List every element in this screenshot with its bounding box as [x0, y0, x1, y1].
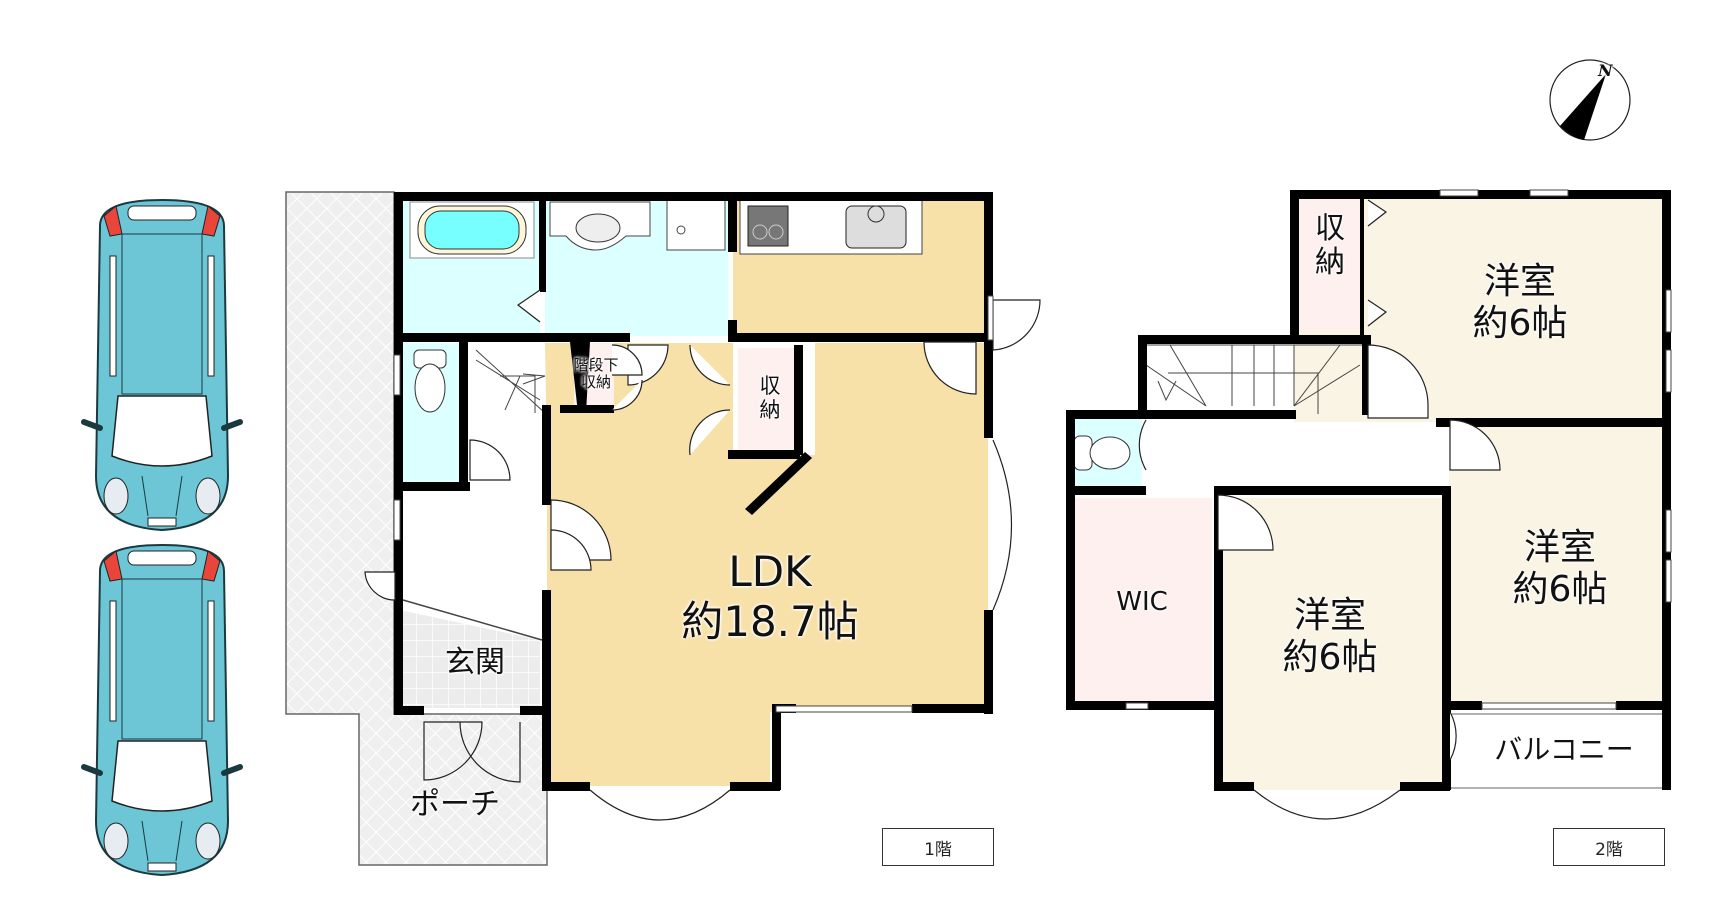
room-genkan: 玄関 — [445, 645, 505, 680]
room-2f-storage: 収 納 — [1315, 211, 1345, 280]
room-western-ne-name: 洋室 — [1483, 261, 1556, 302]
room-ldk-size: 約18.7帖 — [681, 597, 859, 646]
car-icon-1 — [84, 200, 240, 530]
room-balcony: バルコニー — [1494, 733, 1634, 766]
room-western-s-size: 約6帖 — [1282, 637, 1378, 678]
floor2-plan — [1066, 189, 1672, 820]
floor2-tag: 2階 — [1553, 828, 1665, 866]
room-1f-storage: 収 納 — [759, 374, 781, 422]
compass-north-label: N — [1598, 61, 1613, 80]
room-western-e-size: 約6帖 — [1512, 569, 1608, 610]
room-western-ne-size: 約6帖 — [1472, 303, 1568, 344]
car-icon-2 — [84, 545, 240, 875]
room-porch: ポーチ — [410, 787, 500, 822]
floor1-plan — [364, 192, 1041, 821]
room-wic: WIC — [1116, 587, 1168, 617]
room-western-e-name: 洋室 — [1523, 527, 1596, 568]
compass-icon — [1549, 59, 1631, 141]
room-western-s-name: 洋室 — [1293, 595, 1366, 636]
room-ldk-name: LDK — [728, 547, 812, 596]
room-under-stair-storage: 階段下 収納 — [573, 356, 619, 391]
floor1-tag: 1階 — [882, 828, 994, 866]
